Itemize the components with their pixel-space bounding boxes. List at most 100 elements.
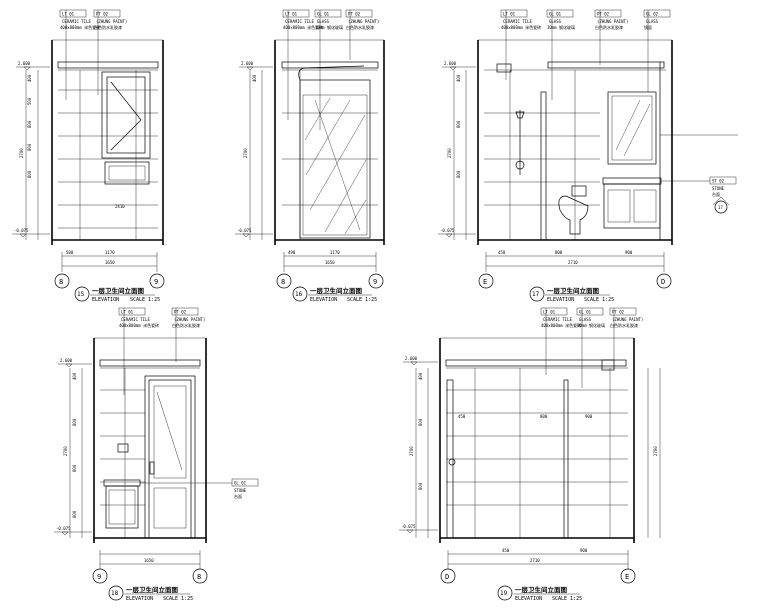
material-tag-pt02: PT 02 (ZHUNG PAINT) 白色防水乳胶漆 bbox=[93, 9, 127, 95]
door-frame bbox=[144, 375, 196, 539]
elevation-18: 2.600 -0.075 400 800 800 800 2700 LT 01 … bbox=[54, 307, 259, 602]
svg-text:ELEVATION: ELEVATION bbox=[547, 297, 574, 303]
svg-text:800: 800 bbox=[456, 170, 461, 178]
vertical-dims: 400 800 800 800 2700 bbox=[63, 368, 83, 538]
grid-bubble-right: D bbox=[656, 273, 672, 289]
vanity-top bbox=[602, 177, 662, 185]
material-tag-pt02: PT 02 (ZHUNG PAINT) 白色防水乳胶漆 bbox=[345, 9, 379, 60]
svg-text:ELEVATION: ELEVATION bbox=[310, 297, 337, 303]
svg-text:2700: 2700 bbox=[63, 446, 68, 456]
svg-text:2.600: 2.600 bbox=[18, 61, 31, 66]
svg-text:PT 02: PT 02 bbox=[348, 12, 361, 17]
horizontal-dims: 500 1170 1650 2410 bbox=[61, 204, 158, 272]
vertical-dims: 400 800 800 2700 bbox=[447, 70, 467, 240]
svg-text:LT 01: LT 01 bbox=[62, 12, 75, 17]
svg-text:2700: 2700 bbox=[19, 148, 24, 158]
svg-text:400: 400 bbox=[418, 372, 423, 380]
horizontal-dims: 490 1170 1650 bbox=[283, 250, 377, 272]
material-tag-lt01: LT 01 CERAMIC TILE 400x800mm 米色瓷砖 bbox=[282, 9, 323, 120]
door-handle bbox=[149, 461, 155, 475]
svg-text:一层卫生间立面图: 一层卫生间立面图 bbox=[92, 286, 145, 295]
svg-text:一层卫生间立面图: 一层卫生间立面图 bbox=[515, 585, 568, 594]
svg-text:400x800mm 米色瓷砖: 400x800mm 米色瓷砖 bbox=[60, 24, 100, 30]
svg-text:8: 8 bbox=[197, 573, 201, 581]
svg-text:(ZHUNG PAINT): (ZHUNG PAINT) bbox=[96, 19, 127, 24]
material-tag-lt01: LT 01 CERAMIC TILE 400x800mm 米色瓷砖 bbox=[59, 9, 100, 100]
svg-text:400: 400 bbox=[72, 372, 77, 380]
svg-text:2.600: 2.600 bbox=[241, 61, 254, 66]
elevation-title-19: 19 一层卫生间立面图 ELEVATION SCALE 1:25 bbox=[497, 585, 582, 602]
svg-text:1170: 1170 bbox=[105, 250, 115, 255]
svg-text:PT 02: PT 02 bbox=[174, 310, 187, 315]
toilet bbox=[558, 195, 589, 235]
svg-text:800: 800 bbox=[418, 418, 423, 426]
faucet bbox=[117, 443, 129, 453]
svg-text:(ZHUNG PAINT): (ZHUNG PAINT) bbox=[612, 317, 643, 322]
svg-text:GLASS: GLASS bbox=[579, 317, 592, 322]
material-tag-st02: ST 02 STONE 台面 bbox=[660, 176, 737, 197]
tile-grid bbox=[446, 368, 628, 538]
svg-text:2710: 2710 bbox=[530, 558, 540, 563]
svg-text:PT 02: PT 02 bbox=[612, 310, 625, 315]
grid-bubble-right: 8 bbox=[192, 568, 208, 584]
svg-text:PT 02: PT 02 bbox=[96, 12, 109, 17]
svg-text:2.600: 2.600 bbox=[405, 356, 418, 361]
svg-text:SCALE 1:25: SCALE 1:25 bbox=[347, 297, 377, 303]
svg-text:CERAMIC TILE: CERAMIC TILE bbox=[503, 19, 532, 24]
svg-text:GLASS: GLASS bbox=[549, 19, 562, 24]
svg-text:400x800mm 米色瓷砖: 400x800mm 米色瓷砖 bbox=[541, 322, 581, 328]
svg-text:镜面: 镜面 bbox=[644, 24, 652, 30]
svg-text:(ZHUNG PAINT): (ZHUNG PAINT) bbox=[597, 19, 628, 24]
svg-text:500: 500 bbox=[66, 250, 74, 255]
svg-text:CERAMIC TILE: CERAMIC TILE bbox=[543, 317, 572, 322]
material-tag-lt01: LT 01 CERAMIC TILE 400x800mm 米色瓷砖 bbox=[500, 9, 541, 80]
tile-grid bbox=[484, 70, 600, 240]
svg-text:19: 19 bbox=[500, 590, 508, 597]
svg-text:900: 900 bbox=[585, 414, 593, 419]
svg-text:450: 450 bbox=[498, 250, 506, 255]
svg-text:800: 800 bbox=[72, 418, 77, 426]
svg-text:10mm 钢化玻璃: 10mm 钢化玻璃 bbox=[577, 322, 605, 328]
grid-bubble-left: 8 bbox=[54, 273, 70, 289]
level-top: 2.600 bbox=[403, 356, 438, 366]
svg-text:-0.075: -0.075 bbox=[56, 526, 71, 531]
svg-text:2410: 2410 bbox=[115, 204, 125, 209]
svg-text:10mm 钢化玻璃: 10mm 钢化玻璃 bbox=[547, 24, 575, 30]
horizontal-dims: 1650 bbox=[99, 550, 201, 570]
svg-text:台面: 台面 bbox=[712, 191, 720, 197]
elevation-title-17: 17 一层卫生间立面图 ELEVATION SCALE 1:25 bbox=[529, 286, 614, 303]
level-bottom: -0.075 bbox=[399, 524, 438, 534]
svg-text:一层卫生间立面图: 一层卫生间立面图 bbox=[126, 585, 179, 594]
svg-text:1650: 1650 bbox=[325, 260, 335, 265]
svg-text:SCALE 1:25: SCALE 1:25 bbox=[130, 297, 160, 303]
svg-text:GLASS: GLASS bbox=[317, 19, 330, 24]
vanity-top bbox=[103, 479, 141, 487]
svg-text:2710: 2710 bbox=[568, 260, 578, 265]
svg-text:ELEVATION: ELEVATION bbox=[515, 596, 542, 602]
svg-text:GL 01: GL 01 bbox=[579, 310, 592, 315]
svg-text:白色防水乳胶漆: 白色防水乳胶漆 bbox=[595, 24, 623, 30]
vent-panel bbox=[104, 161, 150, 185]
glass-divider bbox=[540, 91, 547, 241]
svg-text:LT 01: LT 01 bbox=[121, 310, 134, 315]
exhaust-fan bbox=[601, 359, 615, 371]
svg-text:CERAMIC TILE: CERAMIC TILE bbox=[62, 19, 91, 24]
svg-text:900: 900 bbox=[625, 250, 633, 255]
svg-text:9: 9 bbox=[154, 278, 158, 286]
svg-text:D: D bbox=[445, 573, 449, 581]
svg-text:CERAMIC TILE: CERAMIC TILE bbox=[285, 19, 314, 24]
tile-grid bbox=[100, 368, 145, 538]
svg-text:450: 450 bbox=[502, 548, 510, 553]
svg-text:1650: 1650 bbox=[105, 260, 115, 265]
level-bottom: -0.075 bbox=[54, 526, 92, 536]
detail-callout: 17 bbox=[660, 134, 738, 214]
tile-grid bbox=[58, 70, 158, 240]
svg-text:2700: 2700 bbox=[447, 148, 452, 158]
svg-text:1170: 1170 bbox=[330, 250, 340, 255]
grid-bubble-left: D bbox=[440, 568, 456, 584]
svg-text:18: 18 bbox=[111, 590, 119, 597]
svg-text:2700: 2700 bbox=[409, 446, 414, 456]
svg-text:(ZHUNG PAINT): (ZHUNG PAINT) bbox=[348, 19, 379, 24]
svg-text:台面: 台面 bbox=[234, 493, 242, 499]
svg-text:800: 800 bbox=[418, 482, 423, 490]
